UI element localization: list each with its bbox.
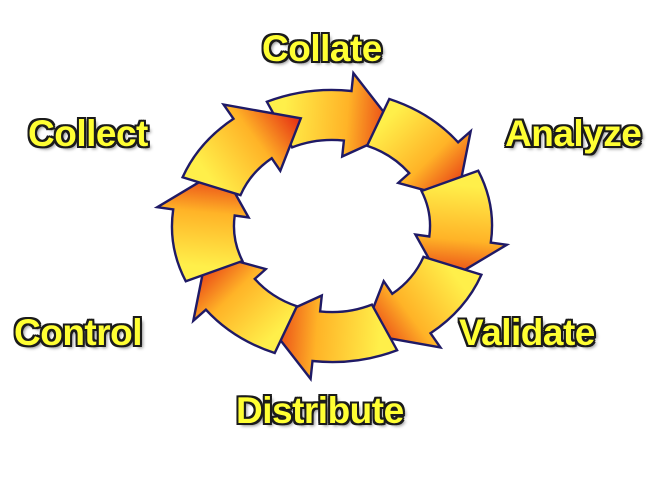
stage-label-collect: Collect [28, 113, 148, 154]
stage-label-distribute: Distribute [236, 390, 404, 431]
cycle-arrow-2 [365, 97, 473, 201]
stage-label-analyze: Analyze [505, 113, 642, 154]
cycle-arrow-7 [153, 167, 251, 283]
stage-label-control: Control [14, 312, 143, 353]
stage-label-validate: Validate [459, 312, 595, 353]
cycle-arrow-6 [191, 251, 299, 355]
cycle-arrow-3 [413, 169, 511, 285]
cycle-arrow-1 [265, 70, 401, 159]
cycle-arrow-5 [263, 293, 399, 382]
stage-label-collate: Collate [262, 28, 382, 69]
cycle-arrow-8 [180, 102, 303, 197]
cycle-arrow-4 [361, 255, 484, 350]
